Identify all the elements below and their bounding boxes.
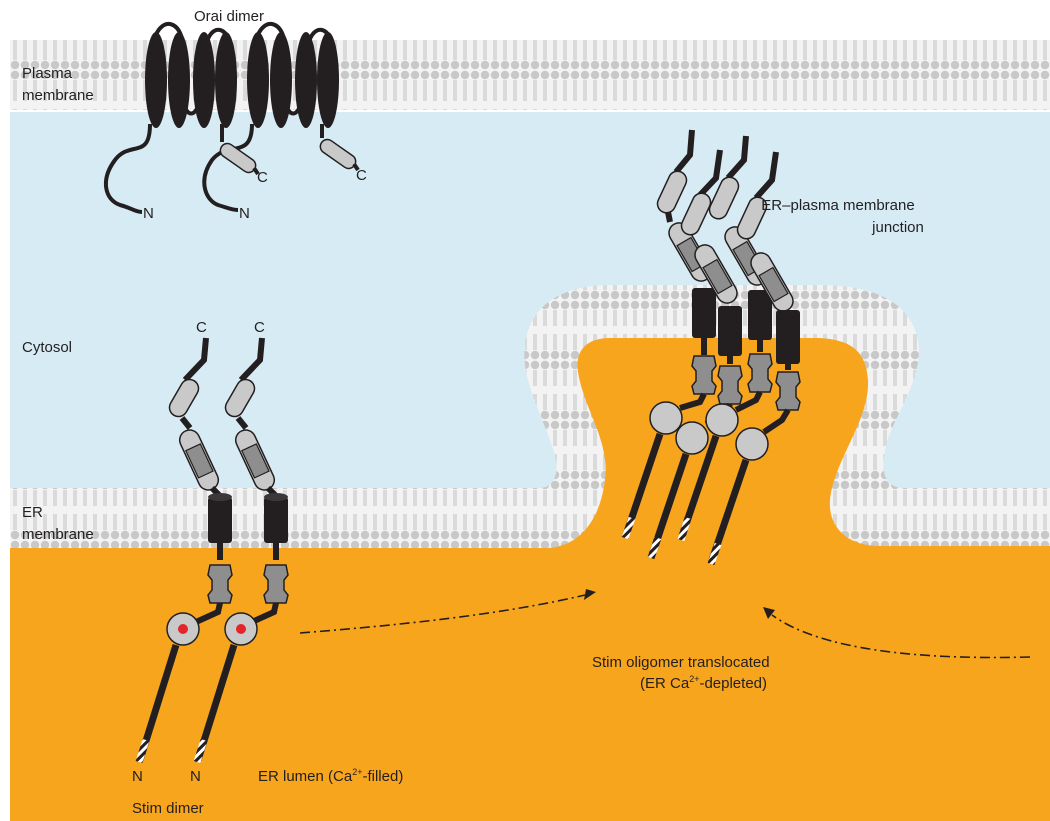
er-lumen-label: ER lumen (Ca2+-filled)	[258, 767, 403, 785]
calcium-ion	[178, 624, 188, 634]
translocation-arrow-right	[771, 614, 1031, 659]
terminal-n: N	[143, 205, 154, 222]
junction-label-2: junction	[871, 219, 924, 236]
calcium-ion	[236, 624, 246, 634]
plasma-membrane-label-1: Plasma	[22, 65, 73, 82]
orai-dimer-label: Orai dimer	[194, 8, 264, 25]
er-membrane-label-2: membrane	[22, 526, 94, 543]
terminal-n: N	[239, 205, 250, 222]
stim-dimer	[135, 337, 289, 764]
stim-oligomer	[621, 129, 801, 566]
stim-dimer-label: Stim dimer	[132, 800, 204, 817]
er-membrane-label-1: ER	[22, 504, 43, 521]
stim-translocated-label-1: Stim oligomer translocated	[592, 654, 770, 671]
junction-label-1: ER–plasma membrane	[761, 197, 914, 214]
plasma-membrane-label-2: membrane	[22, 87, 94, 104]
terminal-n: N	[132, 768, 143, 785]
terminal-n: N	[190, 768, 201, 785]
terminal-c: C	[254, 319, 265, 336]
terminal-c: C	[356, 167, 367, 184]
orai-dimer	[104, 21, 360, 214]
cytosol-label: Cytosol	[22, 339, 72, 356]
terminal-c: C	[257, 169, 268, 186]
terminal-c: C	[196, 319, 207, 336]
translocation-arrow-left	[299, 594, 586, 634]
stim-translocated-label-2: (ER Ca2+-depleted)	[640, 674, 767, 692]
